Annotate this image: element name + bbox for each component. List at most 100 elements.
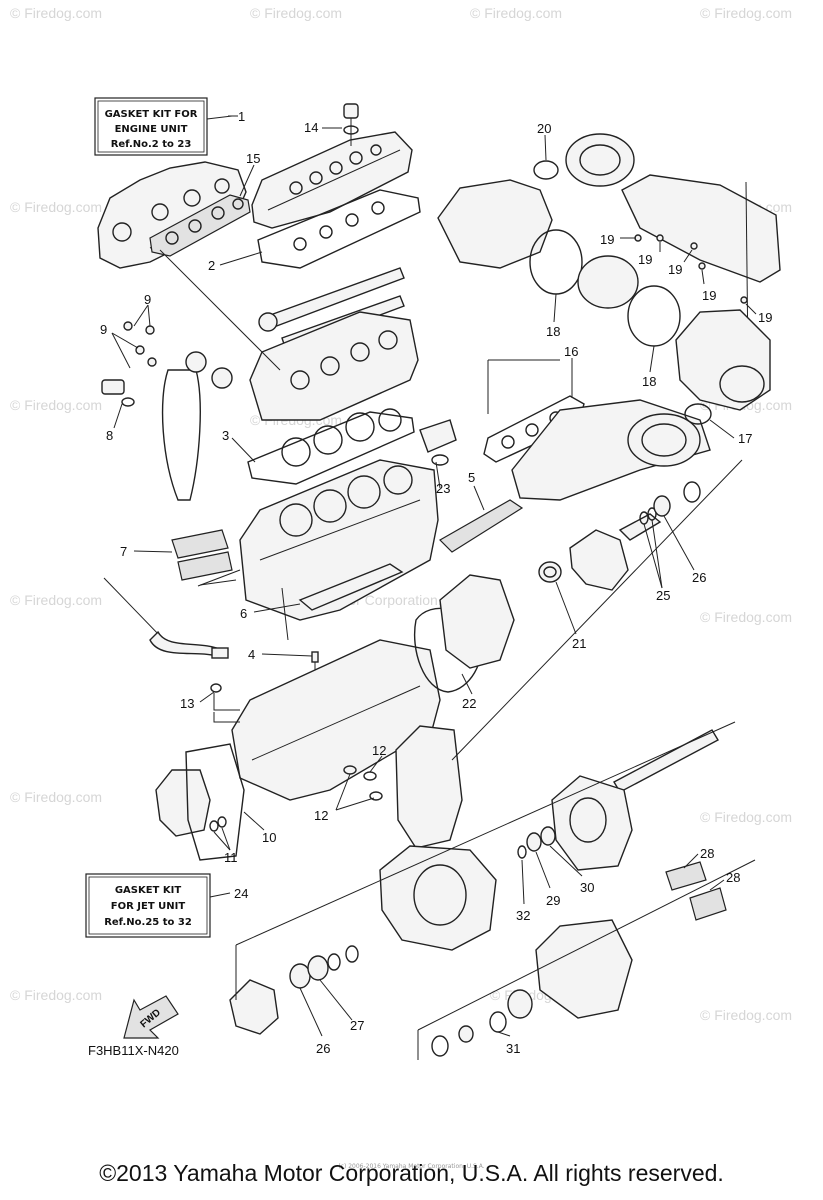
callout-30: 30 (580, 880, 594, 895)
jet-kit-line1: GASKET KIT (115, 885, 182, 896)
cylinder-block (239, 459, 439, 621)
thermostat-housing (419, 419, 457, 466)
callout-4: 4 (248, 647, 255, 662)
watermark: © Firedog.com (700, 809, 792, 825)
watermark: © Firedog.com (10, 199, 102, 215)
callout-27: 27 (350, 1018, 364, 1033)
jet-kit-line3: Ref.No.25 to 32 (104, 917, 192, 928)
watermark: © Firedog.com (700, 609, 792, 625)
valve-cover (251, 131, 413, 229)
cylinder-head-gasket (247, 408, 415, 485)
jet-pump-housing (551, 775, 633, 871)
block-side-gasket (298, 563, 404, 611)
side-cover-gasket (439, 499, 524, 553)
seals-25-26 (639, 481, 701, 525)
intake-manifold (511, 399, 711, 501)
callout-28a: 28 (700, 846, 714, 861)
callout-15: 15 (246, 151, 260, 166)
air-intake-o-ring (684, 403, 712, 425)
callout-29: 29 (546, 893, 560, 908)
callouts: 1 2 3 4 5 6 7 8 9 9 10 11 12 12 13 (100, 109, 772, 1056)
diagram-code: F3HB11X-N420 (88, 1043, 179, 1058)
callout-10: 10 (262, 830, 276, 845)
seals-26-27 (289, 945, 359, 989)
callout-6: 6 (240, 606, 247, 621)
valve-cover-gasket (257, 189, 421, 269)
drive-coupling (569, 513, 662, 591)
watermark: © Firedog.com (10, 5, 102, 21)
callout-21: 21 (572, 636, 586, 651)
callout-11: 11 (224, 850, 238, 865)
timing-chain (161, 351, 233, 501)
callout-22: 22 (462, 696, 476, 711)
callout-31: 31 (506, 1041, 520, 1056)
callout-16: 16 (564, 344, 578, 359)
watermark: © Firedog.com (700, 5, 792, 21)
callout-18b: 18 (642, 374, 656, 389)
callout-19d: 19 (702, 288, 716, 303)
callout-32: 32 (516, 908, 530, 923)
engine-kit-line2: ENGINE UNIT (115, 124, 188, 135)
impeller-housing (379, 845, 497, 951)
callout-17: 17 (738, 431, 752, 446)
callout-1: 1 (238, 109, 245, 124)
callout-14: 14 (304, 120, 318, 135)
watermark: © Firedog.com (10, 789, 102, 805)
exhaust-elbow (675, 309, 771, 411)
callout-26b: 26 (316, 1041, 330, 1056)
drive-shaft (613, 729, 719, 793)
callout-5: 5 (468, 470, 475, 485)
cover-plate-gaskets (171, 529, 241, 587)
callout-18a: 18 (546, 324, 560, 339)
copyright-footer: ©2013 Yamaha Motor Corporation, U.S.A. A… (99, 1160, 724, 1186)
engine-kit-line1: GASKET KIT FOR (105, 109, 198, 120)
gaskets-28 (665, 861, 727, 921)
jet-nozzle (535, 919, 633, 1019)
front-cover (155, 743, 245, 861)
watermark: © Firedog.com (470, 5, 562, 21)
watermark: © Firedog.com (700, 1007, 792, 1023)
oil-filler-cap (343, 103, 359, 146)
bearing-parts-lower (431, 1025, 474, 1057)
o-rings-11 (209, 816, 227, 832)
lower-crankcase (231, 639, 441, 801)
callout-8: 8 (106, 428, 113, 443)
o-ring-13 (210, 683, 240, 711)
callout-19e: 19 (758, 310, 772, 325)
callout-19b: 19 (638, 252, 652, 267)
rear-housing (395, 725, 463, 849)
callout-24: 24 (234, 886, 248, 901)
oil-dipstick (103, 577, 229, 659)
jet-kit-line2: FOR JET UNIT (111, 901, 186, 912)
callout-9b: 9 (100, 322, 107, 337)
seals-29-30-32 (517, 826, 556, 859)
callout-12a: 12 (372, 743, 386, 758)
bolts-9 (123, 321, 157, 367)
intake-silencer-assembly (437, 133, 635, 269)
chain-tensioner (101, 379, 135, 407)
engine-kit-line3: Ref.No.2 to 23 (111, 139, 192, 150)
callout-13: 13 (180, 696, 194, 711)
cylinder-head (249, 311, 419, 421)
watermark: © Firedog.com (10, 592, 102, 608)
callout-23: 23 (436, 481, 450, 496)
jet-gasket-kit-label: GASKET KIT FOR JET UNIT Ref.No.25 to 32 (85, 873, 231, 938)
watermark: © Firedog.com (250, 5, 342, 21)
grommets-19 (634, 234, 748, 304)
guide-lines (159, 249, 756, 1060)
watermark: © Firedog.com (10, 987, 102, 1003)
callout-2: 2 (208, 258, 215, 273)
callout-3: 3 (222, 428, 229, 443)
exhaust-gasket (149, 194, 251, 257)
callout-28b: 28 (726, 870, 740, 885)
callout-25: 25 (656, 588, 670, 603)
watermark: © Firedog.com (10, 397, 102, 413)
engine-gasket-kit-label: GASKET KIT FOR ENGINE UNIT Ref.No.2 to 2… (94, 97, 233, 156)
front-coupling (229, 979, 279, 1035)
callout-19c: 19 (668, 262, 682, 277)
oil-seal-21 (538, 561, 562, 583)
callout-19a: 19 (600, 232, 614, 247)
callout-9a: 9 (144, 292, 151, 307)
forward-direction-arrow: FWD (123, 995, 179, 1039)
